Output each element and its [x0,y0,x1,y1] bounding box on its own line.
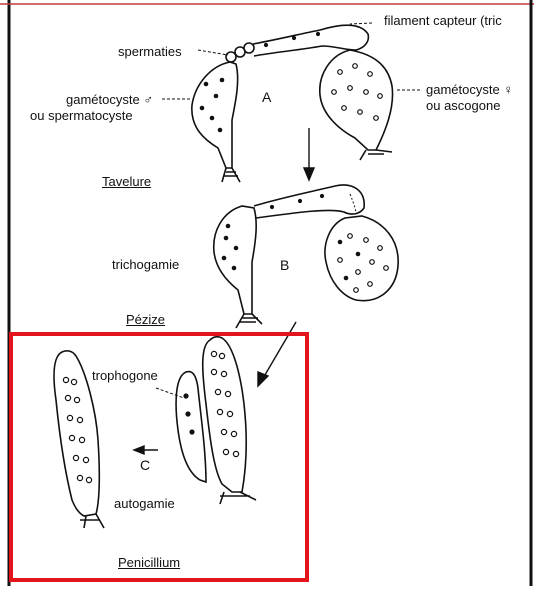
label-gametocyste-male: gamétocyste ♂ [66,93,153,106]
label-autogamie: autogamie [114,497,175,510]
label-spermaties: spermaties [118,45,182,58]
label-tavelure: Tavelure [102,175,151,188]
label-trophogone: trophogone [92,369,158,382]
label-pezize: Pézize [126,313,165,326]
label-spermatocyste: ou spermatocyste [30,109,133,122]
label-panel-c: C [140,458,150,472]
label-panel-b: B [280,258,289,272]
label-trichogamie: trichogamie [112,258,179,271]
label-penicillium: Penicillium [118,556,180,569]
label-panel-a: A [262,90,271,104]
label-filament-capteur: filament capteur (tric [384,14,502,27]
label-gametocyste-female: gamétocyste ♀ [426,83,513,96]
label-ascogone: ou ascogone [426,99,500,112]
